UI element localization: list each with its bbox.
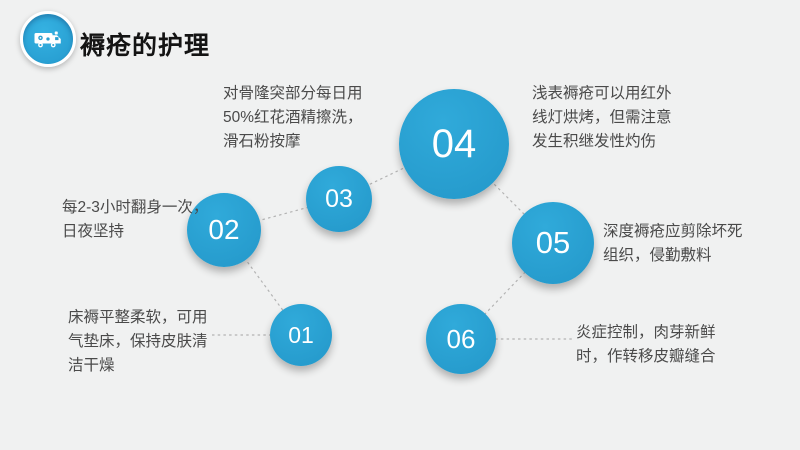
step-text-02: 每2-3小时翻身一次， 日夜坚持 — [62, 199, 209, 241]
ambulance-icon — [20, 11, 76, 67]
step-circle-02: 02 — [187, 193, 261, 267]
step-circle-03: 03 — [306, 166, 372, 232]
step-text-01: 床褥平整柔软，可用 气垫床，保持皮肤清 洁干燥 — [68, 309, 208, 375]
step-number: 03 — [325, 184, 353, 213]
step-text-06: 炎症控制，肉芽新鲜 时，作转移皮瓣缝合 — [576, 324, 716, 366]
step-number: 01 — [288, 321, 314, 348]
step-number: 06 — [446, 323, 476, 354]
page-title: 褥疮的护理 — [80, 32, 211, 60]
step-text-05: 深度褥疮应剪除坏死 组织，侵勤敷料 — [603, 223, 743, 265]
step-circle-04: 04 — [399, 89, 509, 199]
step-text-03: 对骨隆突部分每日用 50%红花酒精擦洗， 滑石粉按摩 — [223, 85, 363, 151]
step-number: 02 — [208, 214, 240, 245]
step-text-04: 浅表褥疮可以用红外 线灯烘烤，但需注意 发生积继发性灼伤 — [532, 85, 672, 151]
step-number: 05 — [535, 225, 571, 260]
step-number: 04 — [431, 121, 477, 166]
step-circle-05: 05 — [512, 202, 594, 284]
step-circle-06: 06 — [426, 304, 496, 374]
step-circle-01: 01 — [270, 304, 332, 366]
